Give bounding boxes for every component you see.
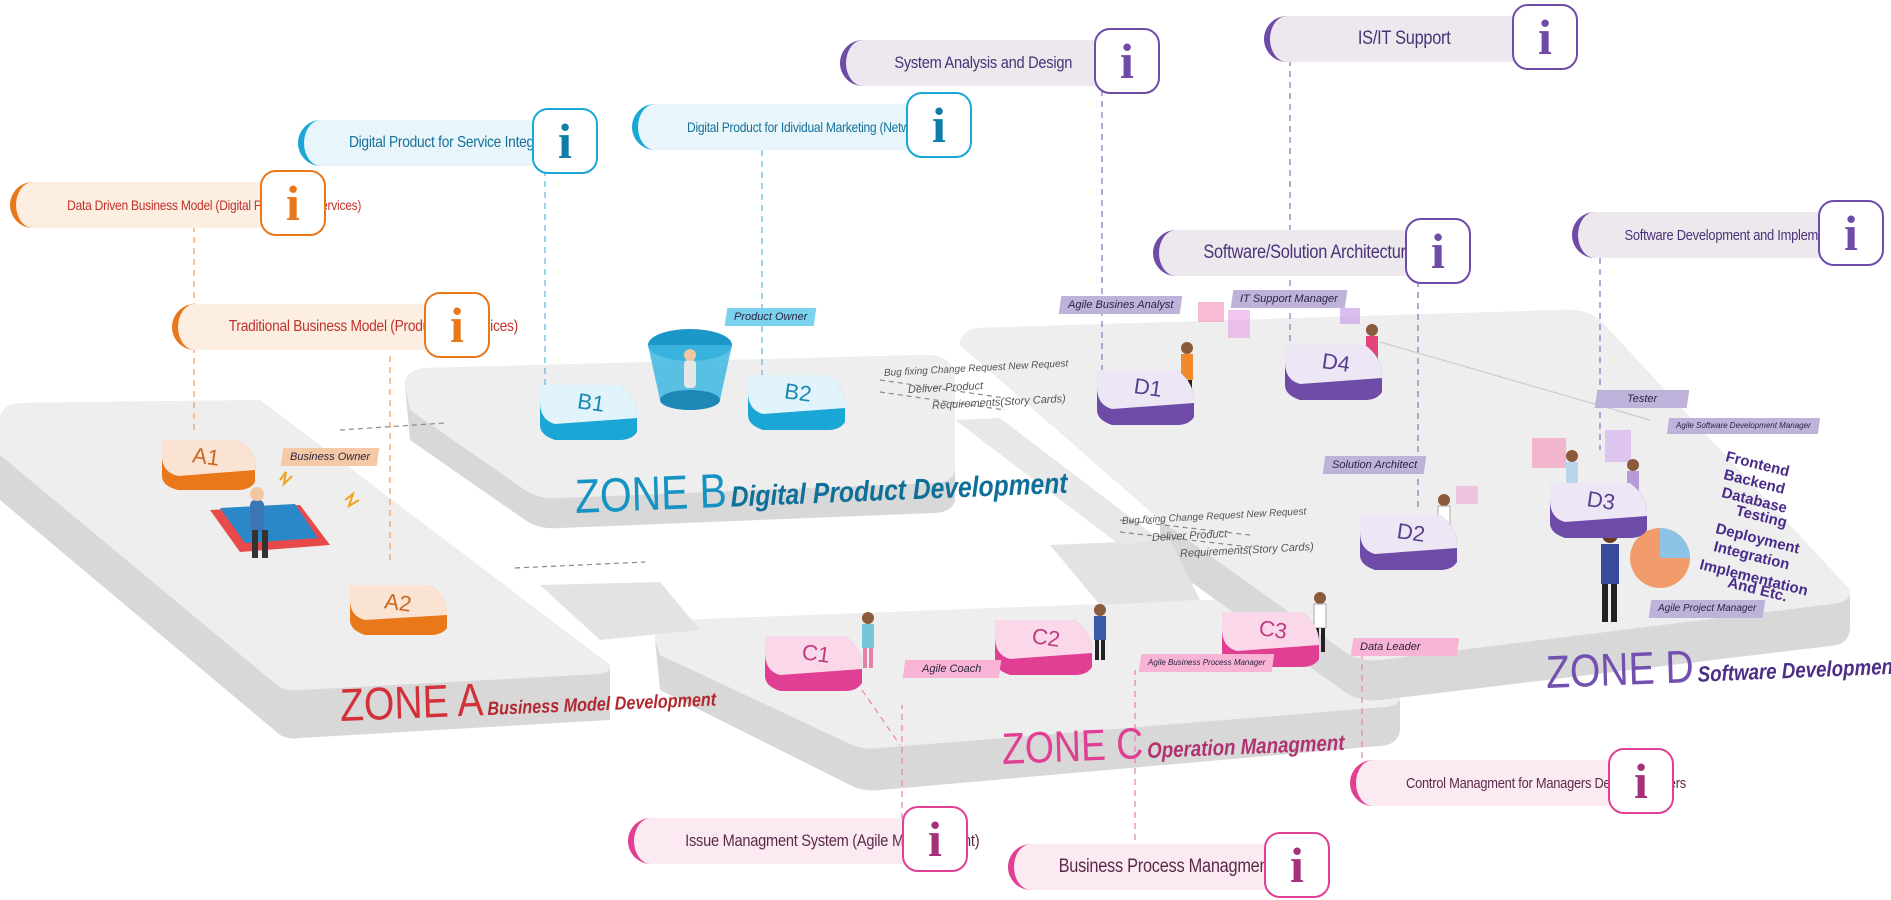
info-icon[interactable]: i xyxy=(1264,832,1330,898)
business-owner-figure xyxy=(210,471,360,558)
block-d1-label: D1 xyxy=(1132,373,1163,402)
info-icon[interactable]: i xyxy=(532,108,598,174)
block-b2-label: B2 xyxy=(783,378,813,407)
info-system-analysis-label: System Analysis and Design xyxy=(894,53,1073,72)
zone-d-screens xyxy=(1198,302,1690,588)
block-d3-label: D3 xyxy=(1585,486,1616,515)
role-agile-software-development-manager-label: Agile Software Development Manager xyxy=(1676,421,1811,430)
info-data-driven[interactable]: Data Driven Business Model (Digital Prod… xyxy=(10,170,361,236)
info-icon[interactable]: i xyxy=(906,92,972,158)
block-a2: A2 xyxy=(350,585,448,635)
info-traditional[interactable]: Traditional Business Model (Products & S… xyxy=(172,292,518,358)
info-software-development-label: Software Development and Implementation xyxy=(1624,226,1863,244)
role-agile-business-process-manager: Agile Business Process Manager xyxy=(1138,654,1275,672)
role-agile-business-process-manager-label: Agile Business Process Manager xyxy=(1148,658,1266,667)
role-agile-project-manager-label: Agile Project Manager xyxy=(1658,603,1757,614)
role-data-leader: Data Leader xyxy=(1350,638,1460,656)
role-tester-label: Tester xyxy=(1626,393,1658,405)
role-agile-project-manager: Agile Project Manager xyxy=(1648,600,1766,618)
role-business-owner: Business Owner xyxy=(280,448,380,466)
block-a1-label: A1 xyxy=(191,442,221,471)
block-c2: C2 xyxy=(995,620,1093,675)
role-tester: Tester xyxy=(1594,390,1690,408)
zone-a-subtitle: Business Model Development xyxy=(487,689,717,720)
role-solution-architect: Solution Architect xyxy=(1322,456,1427,474)
block-a1: A1 xyxy=(162,440,256,490)
block-c1: C1 xyxy=(765,636,863,691)
role-agile-software-development-manager: Agile Software Development Manager xyxy=(1666,418,1820,434)
info-business-process-label: Business Process Managment xyxy=(1058,856,1273,877)
info-traditional-label: Traditional Business Model (Products & S… xyxy=(228,318,518,335)
block-a2-label: A2 xyxy=(383,588,413,617)
block-c2-label: C2 xyxy=(1030,623,1061,652)
block-b1: B1 xyxy=(540,385,638,440)
product-owner-figure xyxy=(648,329,732,410)
info-is-it-support[interactable]: IS/IT Support i xyxy=(1264,4,1578,70)
block-d1: D1 xyxy=(1097,370,1195,425)
info-service-integration-label: Digital Product for Service Integration xyxy=(348,134,567,151)
info-service-integration[interactable]: Digital Product for Service Integration … xyxy=(298,108,598,174)
role-agile-business-analyst-label: Agile Busines Analyst xyxy=(1068,299,1174,311)
block-b1-label: B1 xyxy=(576,388,606,417)
block-c3: C3 xyxy=(1222,612,1320,667)
role-solution-architect-label: Solution Architect xyxy=(1332,459,1418,471)
zone-c-subtitle: Operation Managment xyxy=(1146,729,1345,764)
info-issue-managment[interactable]: Issue Managment System (Agile Management… xyxy=(628,806,980,872)
block-d4-label: D4 xyxy=(1320,348,1351,377)
block-d4: D4 xyxy=(1285,345,1383,400)
info-individual-marketing-label: Digital Product for Idividual Marketing … xyxy=(687,119,955,135)
block-d2: D2 xyxy=(1360,515,1458,570)
info-icon[interactable]: i xyxy=(1818,200,1884,266)
block-c1-label: C1 xyxy=(800,639,831,668)
block-b2: B2 xyxy=(748,375,846,430)
platform-bridges xyxy=(540,418,1200,640)
role-it-support-manager-label: IT Support Manager xyxy=(1240,293,1338,305)
block-c3-label: C3 xyxy=(1257,615,1288,644)
info-system-analysis[interactable]: System Analysis and Design i xyxy=(840,28,1160,94)
role-product-owner: Product Owner xyxy=(724,308,817,326)
info-icon[interactable]: i xyxy=(1512,4,1578,70)
info-icon[interactable]: i xyxy=(260,170,326,236)
zone-c-name: ZONE C xyxy=(1001,719,1144,774)
role-it-support-manager: IT Support Manager xyxy=(1230,290,1348,308)
info-icon[interactable]: i xyxy=(1608,748,1674,814)
info-data-driven-label: Data Driven Business Model (Digital Prod… xyxy=(67,197,362,213)
zone-b-subtitle: Digital Product Development xyxy=(730,467,1068,514)
role-agile-business-analyst: Agile Busines Analyst xyxy=(1058,296,1183,314)
role-data-leader-label: Data Leader xyxy=(1360,641,1421,653)
block-d2-label: D2 xyxy=(1395,518,1426,547)
zone-a-name: ZONE A xyxy=(339,673,485,731)
info-icon[interactable]: i xyxy=(424,292,490,358)
role-agile-coach: Agile Coach xyxy=(902,660,1002,678)
block-d3: D3 xyxy=(1550,483,1648,538)
info-individual-marketing[interactable]: Digital Product for Idividual Marketing … xyxy=(632,92,972,158)
role-agile-coach-label: Agile Coach xyxy=(922,663,982,675)
info-control-managment[interactable]: Control Managment for Managers Decision … xyxy=(1350,748,1686,814)
info-icon[interactable]: i xyxy=(1405,218,1471,284)
info-solution-architecture[interactable]: Software/Solution Architecture i xyxy=(1153,218,1471,284)
role-business-owner-label: Business Owner xyxy=(290,451,371,463)
role-product-owner-label: Product Owner xyxy=(734,311,808,323)
info-issue-managment-label: Issue Managment System (Agile Management… xyxy=(685,831,980,850)
info-business-process[interactable]: Business Process Managment i xyxy=(1008,832,1330,898)
info-is-it-support-label: IS/IT Support xyxy=(1357,28,1451,49)
zone-d-name: ZONE D xyxy=(1545,639,1695,698)
info-control-managment-label: Control Managment for Managers Decision … xyxy=(1406,774,1686,792)
zone-b-name: ZONE B xyxy=(574,464,728,524)
zone-d-subtitle: Software Development xyxy=(1697,653,1891,687)
info-icon[interactable]: i xyxy=(1094,28,1160,94)
info-solution-architecture-label: Software/Solution Architecture xyxy=(1203,242,1415,263)
info-icon[interactable]: i xyxy=(902,806,968,872)
info-software-development[interactable]: Software Development and Implementation … xyxy=(1572,200,1884,266)
